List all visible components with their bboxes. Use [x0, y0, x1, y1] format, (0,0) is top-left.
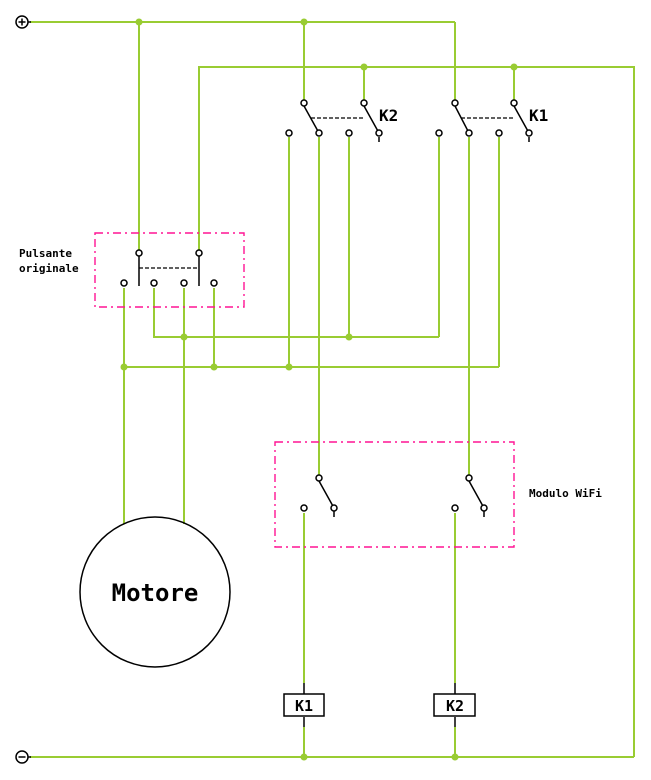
contact-terminal [315, 129, 323, 137]
coil-k2-box [433, 693, 476, 717]
coil-k2: K2 [433, 683, 476, 727]
pulsante-group-box [94, 232, 245, 308]
modulo-wifi-label: Modulo WiFi [529, 487, 602, 500]
coil-k1-label: K1 [295, 697, 313, 715]
relay-contact-k1-label: K1 [529, 106, 548, 125]
pulsante-originale: Pulsante originale [19, 232, 245, 308]
pulsante-label-line1: Pulsante [19, 247, 72, 260]
motor-symbol [79, 516, 231, 668]
contact-terminal [495, 129, 503, 137]
contact-terminal [451, 504, 459, 512]
switch-terminal [210, 279, 218, 287]
contact-terminal [465, 474, 473, 482]
junction-dot [300, 18, 308, 26]
junction-dot [300, 753, 308, 761]
junction-dot [285, 363, 293, 371]
contact-blade [468, 480, 485, 517]
junction-dot [360, 63, 368, 71]
junction-dot [510, 63, 518, 71]
modulo-wifi: Modulo WiFi [274, 441, 602, 548]
bus-upper [153, 288, 439, 338]
switch-terminal [180, 279, 188, 287]
pulsante-label-line2: originale [19, 262, 79, 275]
contact-blade [303, 105, 320, 134]
contact-blade [513, 105, 530, 142]
motor-label: Motore [112, 579, 199, 607]
contact-terminal [345, 129, 353, 137]
wifi-group-box [274, 441, 515, 548]
contact-terminal [360, 99, 368, 107]
contact-terminal [285, 129, 293, 137]
contact-terminal [480, 504, 488, 512]
relay-contacts-k1: K1 [435, 99, 548, 142]
contact-blade [318, 480, 335, 517]
contact-terminal [375, 129, 383, 137]
contact-terminal [330, 504, 338, 512]
junction-dot [120, 363, 128, 371]
junctions [120, 18, 518, 761]
contact-terminal [525, 129, 533, 137]
contact-terminal [315, 474, 323, 482]
junction-dot [135, 18, 143, 26]
plus-sign [18, 18, 31, 26]
contact-blade [363, 105, 380, 142]
switch-terminal [120, 279, 128, 287]
contact-terminal [435, 129, 443, 137]
relay-contact-k2-label: K2 [379, 106, 398, 125]
junction-dot [180, 333, 188, 341]
contact-terminal [465, 129, 473, 137]
wires [30, 21, 635, 758]
switch-terminal [195, 249, 203, 257]
negative-terminal [15, 750, 31, 764]
junction-dot [345, 333, 353, 341]
contact-terminal [300, 504, 308, 512]
coil-k1-box [283, 693, 325, 717]
coil-k1: K1 [283, 683, 325, 727]
contact-terminal [510, 99, 518, 107]
switch-terminal [135, 249, 143, 257]
contact-terminal [451, 99, 459, 107]
switch-terminal [150, 279, 158, 287]
return-rail [198, 66, 635, 757]
relay-contacts-k2: K2 [285, 99, 398, 142]
coil-k2-label: K2 [446, 697, 464, 715]
positive-terminal [15, 15, 31, 29]
contact-terminal [300, 99, 308, 107]
junction-dot [210, 363, 218, 371]
junction-dot [451, 753, 459, 761]
motore: Motore [79, 516, 231, 668]
contact-blade [454, 105, 470, 134]
